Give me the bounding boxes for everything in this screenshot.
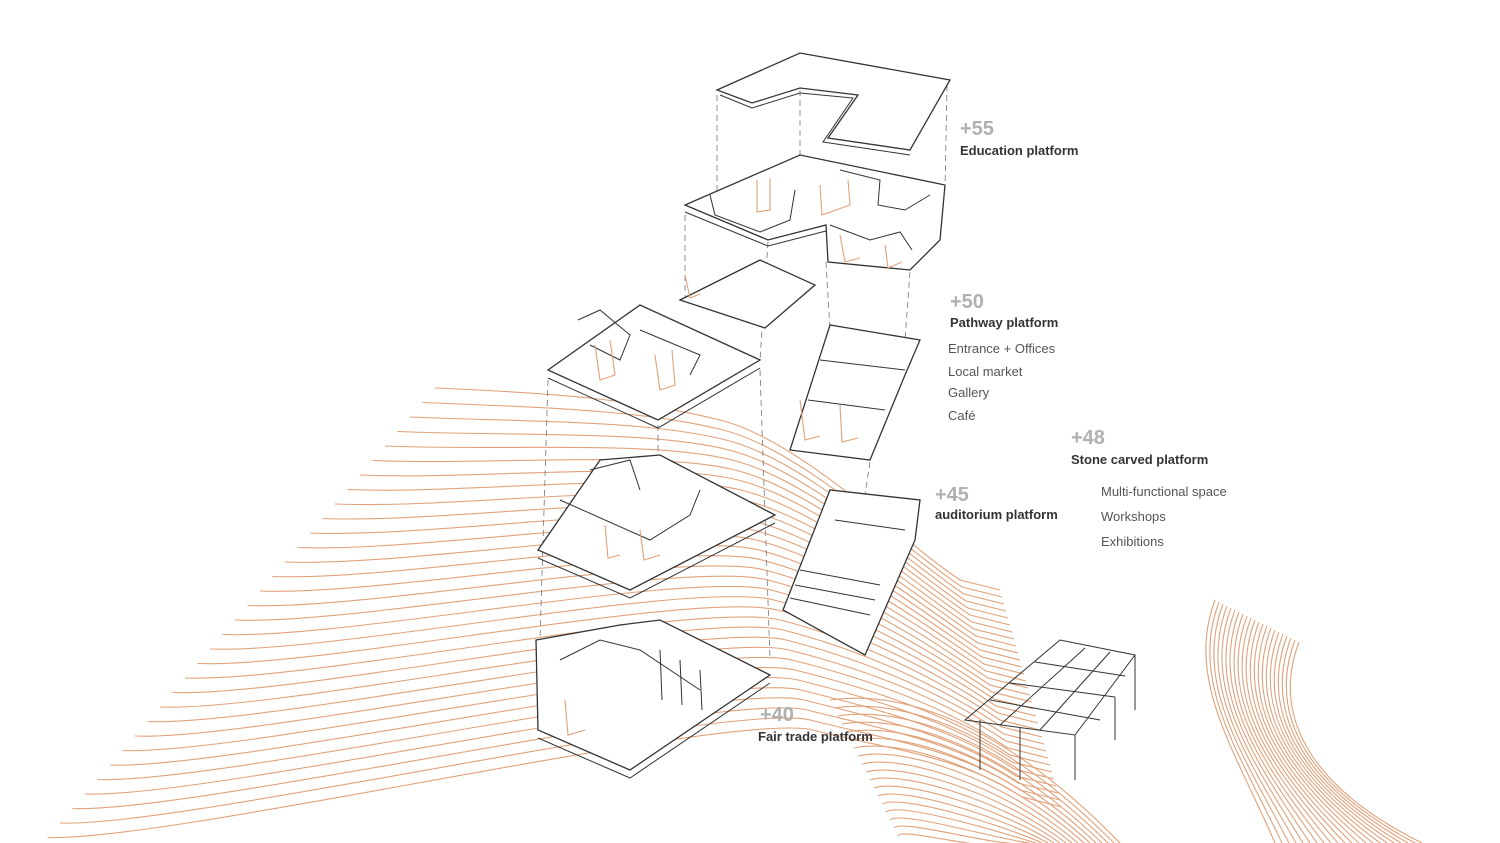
projection-line [825,261,831,331]
contour-line [1265,629,1381,843]
contour-line [259,555,1029,689]
level-label: +45 [935,484,969,506]
contour-line [873,785,1055,843]
platform-use: Workshops [1101,509,1166,524]
contour-line [1285,639,1416,843]
contour-line [841,721,1103,843]
contour-line [147,646,1047,752]
contour-line [1269,631,1388,843]
contour-line [1233,613,1325,843]
platform-name: Pathway platform [950,315,1059,330]
contour-line [234,575,1033,703]
platform-name: Fair trade platform [758,729,873,744]
contour-line [47,727,1063,839]
platform-use: Multi-functional space [1101,484,1227,499]
contour-line [861,761,1073,843]
contour-line [1217,605,1297,843]
contour-line [197,606,1039,724]
contour-line [247,565,1031,696]
contour-line [1205,599,1276,843]
contour-line [347,481,1015,640]
projection-line [944,84,948,191]
contour-line [1249,621,1353,843]
platform-use: Café [948,408,976,423]
contour-line [1237,615,1332,843]
contour-line [1241,617,1339,843]
platform-use: Local market [948,364,1023,379]
level-label: +55 [960,118,994,140]
contour-line [1213,603,1290,843]
projection-line [864,461,871,496]
contour-line [881,801,1043,843]
contour-line [857,753,1079,843]
education-platform-model [683,154,946,271]
level-label: +50 [950,291,984,313]
contour-line [1257,625,1367,843]
contour-line [134,656,1049,759]
fair-trade-platform-model [535,619,772,779]
contour-line [877,793,1049,843]
projection-line [539,379,549,641]
contour-line [1281,637,1409,843]
level-label: +40 [760,704,794,726]
contour-line [837,713,1109,843]
pathway-platform-model [546,259,921,461]
contour-line [829,697,1121,843]
contour-line [1209,601,1283,843]
contour-line [184,616,1041,731]
platform-name: auditorium platform [935,507,1058,522]
platform-use: Exhibitions [1101,534,1164,549]
contour-line [372,458,1011,626]
projection-line [904,271,911,341]
contour-line [897,833,1018,843]
terrain-contours [47,387,1423,843]
platform-use: Gallery [948,385,990,400]
contour-line [833,705,1115,843]
stone-carved-platform-frames [963,639,1136,780]
contour-line [849,737,1091,843]
contour-line [209,596,1037,717]
contour-line [889,817,1031,843]
contour-line [1225,609,1311,843]
contour-line [384,445,1009,619]
contour-line [284,534,1025,675]
contour-line [59,717,1061,824]
contour-line [1221,607,1304,843]
contour-line [1245,619,1346,843]
contour-line [1289,641,1423,843]
contour-line [869,777,1061,843]
contour-line [1273,633,1395,843]
contour-line [1253,623,1360,843]
contour-line [853,745,1085,843]
level-label: +48 [1071,427,1105,449]
contour-line [1261,627,1374,843]
auditorium-platform-model [537,454,921,656]
contour-line [222,585,1035,710]
contour-line [845,729,1097,843]
contour-line [159,636,1045,745]
contour-line [1229,611,1318,843]
platform-use: Entrance + Offices [948,341,1056,356]
platform-name: Stone carved platform [1071,452,1209,467]
contour-line [272,544,1027,682]
contour-line [84,697,1057,795]
contour-line [893,825,1024,843]
contour-line [359,470,1013,633]
platform-name: Education platform [960,143,1079,158]
contour-line [72,707,1059,810]
contour-line [865,769,1067,843]
contour-line [172,626,1043,738]
contour-line [1277,635,1402,843]
roof-slab [715,52,952,156]
contour-line [885,809,1037,843]
